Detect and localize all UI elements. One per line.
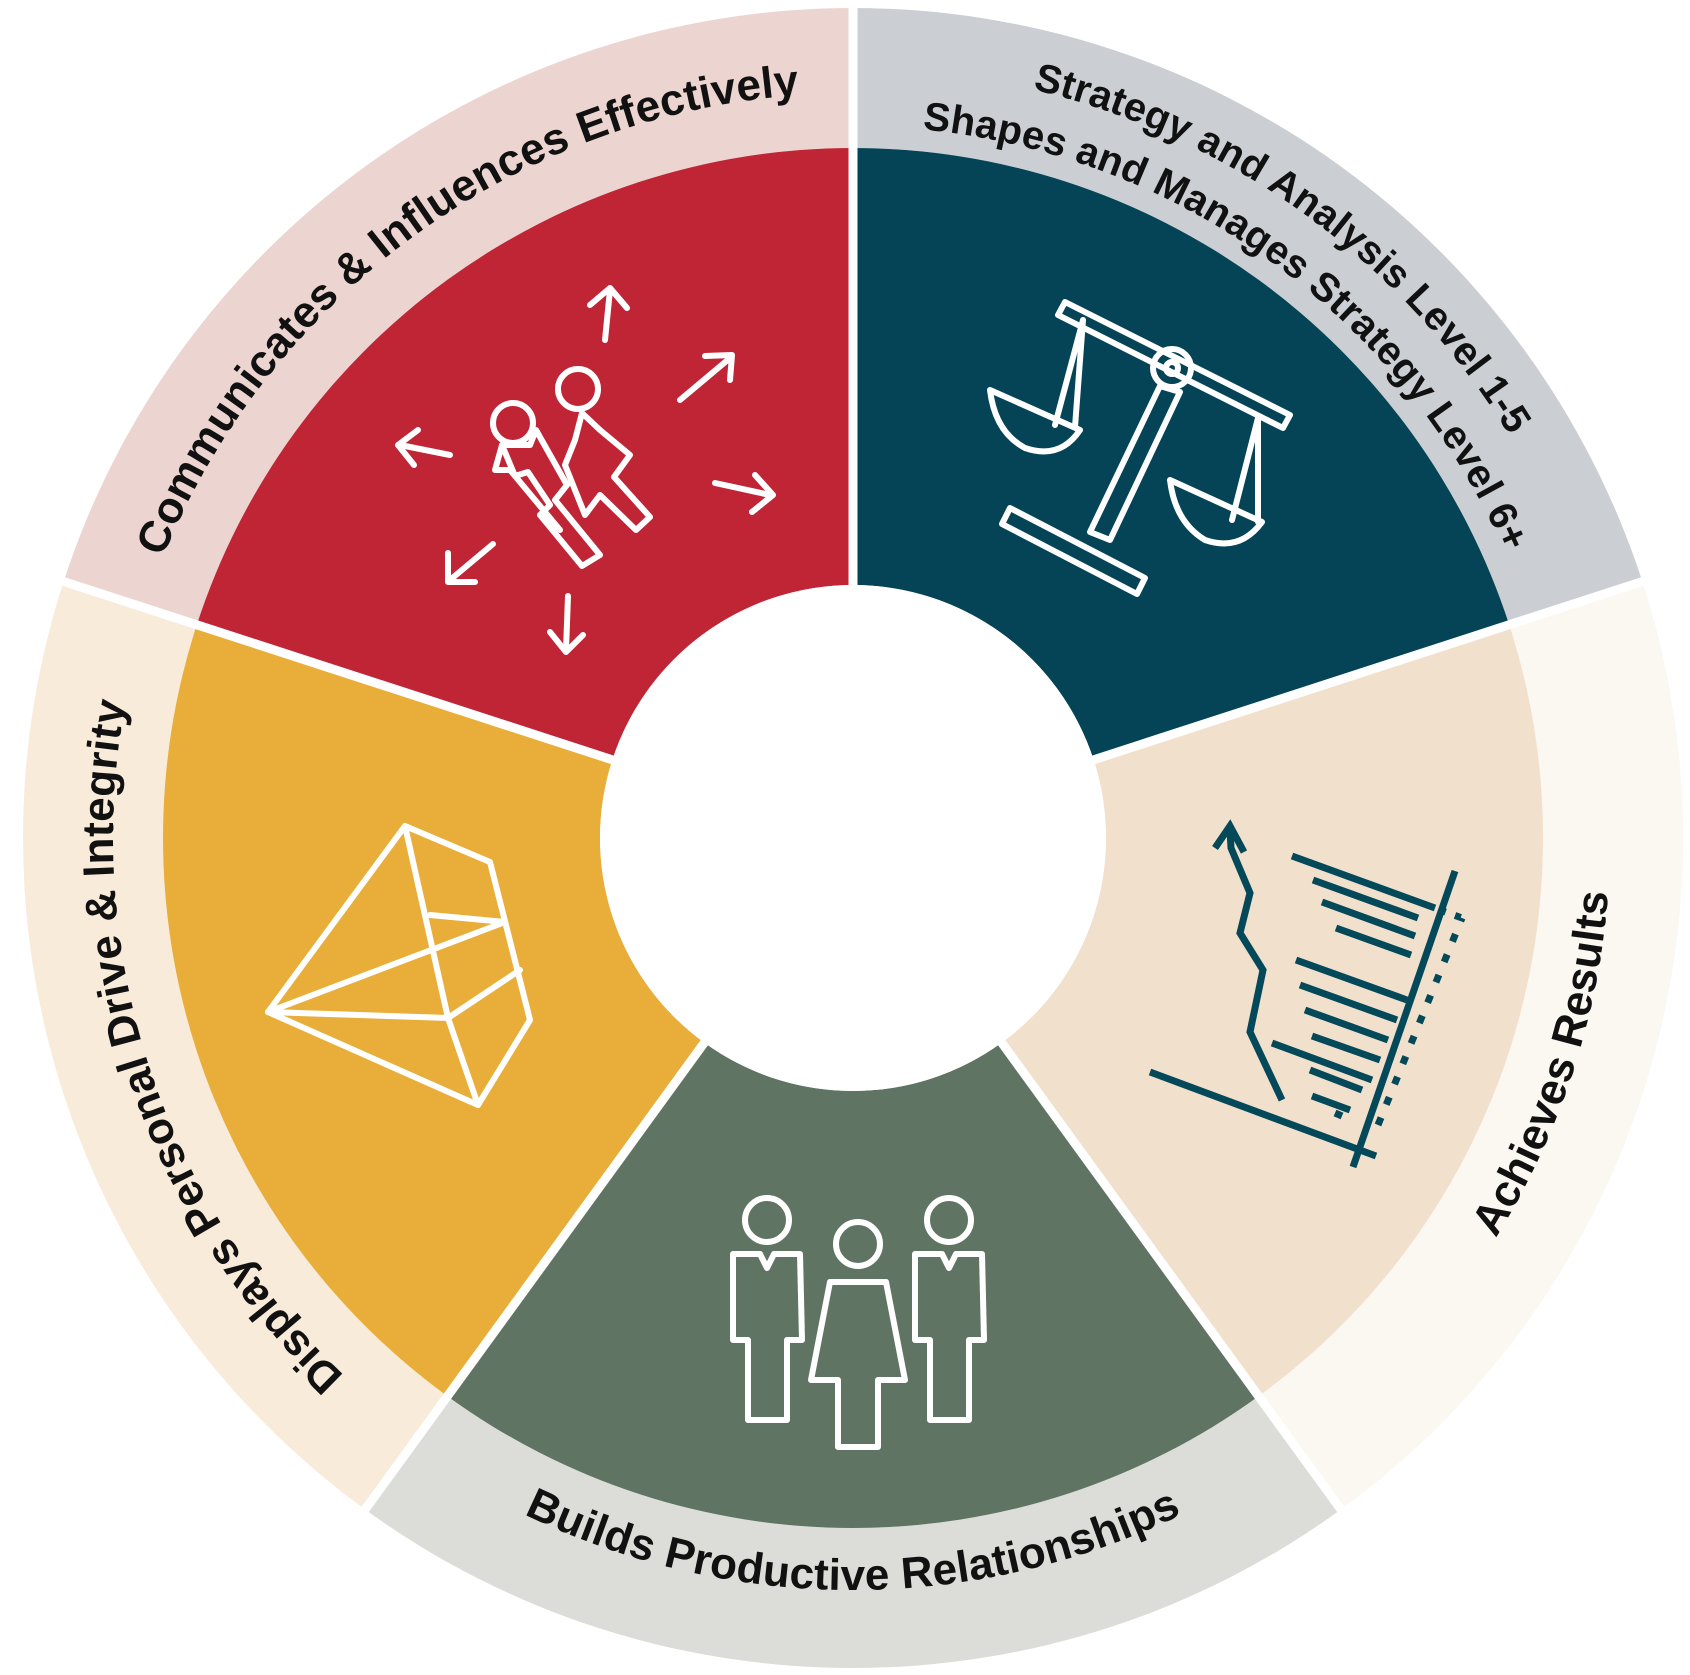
inner-segment-achieves (1001, 624, 1544, 1397)
inner-ring (162, 148, 1544, 1528)
outer-segment-achieves (1258, 581, 1683, 1510)
outer-segment-relationships (365, 1396, 1341, 1668)
inner-segment-drive (162, 624, 705, 1397)
outer-ring (22, 8, 1683, 1668)
balance-scale-icon (987, 299, 1293, 597)
arrow-up-icon (587, 285, 630, 343)
arrow-left-icon (395, 427, 453, 468)
arrow-down-left-icon (445, 541, 496, 585)
inner-segment-communicates (196, 148, 853, 760)
arrow-down-icon (547, 593, 586, 655)
diamond-icon (265, 823, 533, 1108)
arrow-up-right-icon (677, 352, 735, 403)
outer-segment-communicates (63, 8, 853, 625)
separator-line (57, 575, 619, 766)
inner-segment-strategy (853, 148, 1510, 760)
segment-separators (57, 3, 1649, 1517)
outer-segment-strategy (853, 8, 1643, 625)
outer-segment-drive (22, 581, 448, 1510)
separator-line (358, 1035, 711, 1517)
arrow-right-icon (712, 472, 776, 515)
separator-line (1087, 575, 1649, 766)
separator-line (995, 1035, 1348, 1517)
center-circle (600, 585, 1106, 1091)
group-of-people-icon (730, 1195, 987, 1450)
bar-chart-trend-icon (1148, 819, 1466, 1169)
people-broadcast-icon (395, 285, 776, 655)
inner-segment-relationships (447, 1042, 1259, 1528)
